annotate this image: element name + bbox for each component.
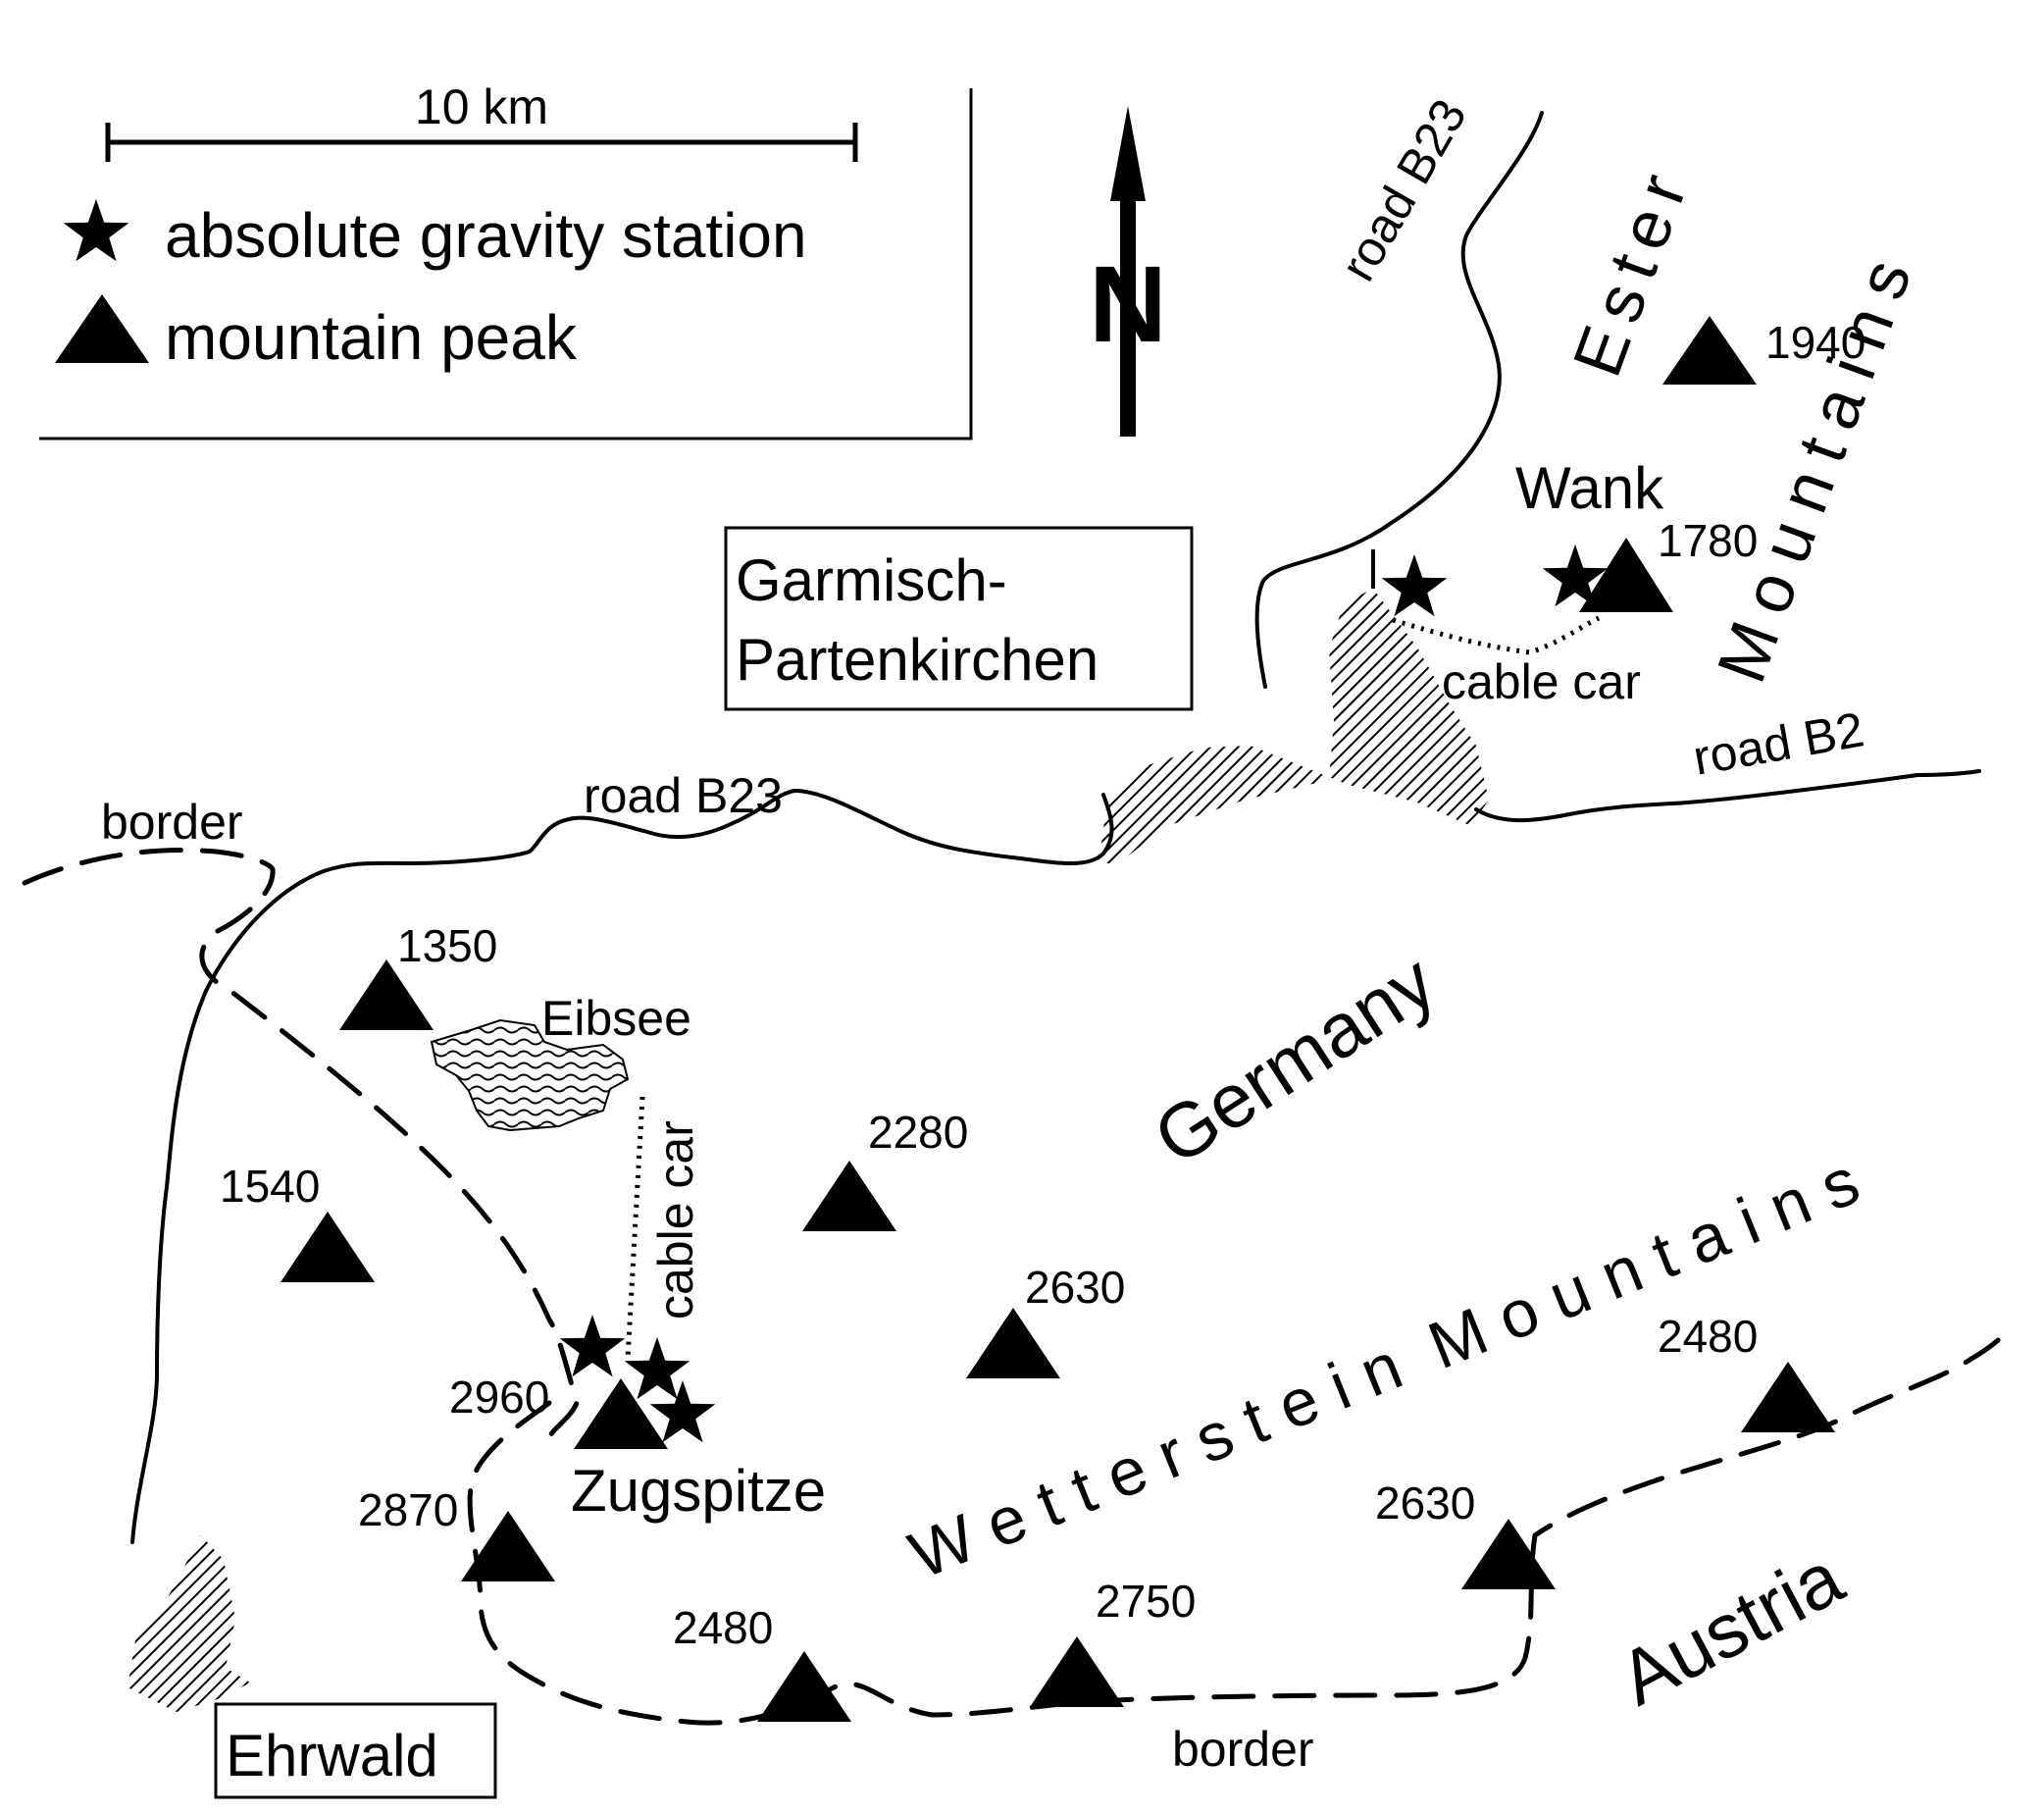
cable-car-east-label: cable car [1442, 654, 1641, 709]
star-icon [63, 199, 129, 262]
ester-label: Ester [1559, 154, 1706, 387]
star-icon [1542, 544, 1609, 607]
peak-elevation: 1940 [1765, 317, 1865, 368]
triangle-icon [1030, 1636, 1124, 1707]
peak-2870: 2870 [358, 1484, 555, 1581]
triangle-icon [461, 1511, 555, 1581]
peak-2630-north: 2630 [966, 1262, 1125, 1378]
peak-1350: 1350 [339, 920, 497, 1030]
triangle-icon [1662, 316, 1757, 385]
garmisch-label-line2: Partenkirchen [736, 627, 1099, 693]
peak-elevation: 2630 [1025, 1262, 1125, 1313]
garmisch-label-box: Garmisch- Partenkirchen [724, 526, 1194, 711]
triangle-icon [281, 1212, 375, 1282]
peak-2480-south: 2480 [673, 1602, 851, 1722]
garmisch-town-area [1099, 589, 1489, 863]
road-b23-west [130, 789, 1114, 1544]
road-b2 [1474, 769, 1981, 823]
peak-elevation: 1780 [1658, 515, 1758, 566]
peak-elevation: 2280 [868, 1107, 968, 1158]
peak-2480-east: 2480 [1658, 1311, 1835, 1432]
peak-1540: 1540 [220, 1161, 375, 1282]
triangle-icon [802, 1161, 896, 1231]
legend-peak-row: mountain peak [55, 294, 578, 373]
mountains-label: Mountains [1703, 235, 1931, 692]
triangle-icon [757, 1651, 851, 1722]
star-icon [559, 1315, 626, 1377]
arrow-up-icon [1110, 106, 1146, 201]
peak-elevation: 2480 [1658, 1311, 1758, 1362]
eibsee-lake [430, 1018, 630, 1132]
cable-car-west-label: cable car [648, 1120, 703, 1320]
scale-label: 10 km [415, 79, 548, 134]
legend-frame [39, 88, 973, 440]
peak-2280: 2280 [802, 1107, 968, 1231]
triangle-icon [339, 959, 434, 1030]
peak-elevation: 2480 [673, 1602, 773, 1653]
peak-1780: 1780 [1579, 515, 1758, 612]
legend-peak-label: mountain peak [165, 302, 578, 373]
peak-elevation: 2960 [449, 1372, 549, 1423]
peak-2750: 2750 [1030, 1576, 1196, 1707]
star-icon [624, 1337, 690, 1400]
star-icon [1381, 554, 1448, 617]
scale-bar: 10 km [105, 79, 858, 162]
garmisch-label-line1: Garmisch- [736, 547, 1007, 613]
zugspitze-label: Zugspitze [571, 1458, 826, 1524]
triangle-icon [1579, 538, 1673, 612]
road-b2-label: road B2 [1689, 701, 1867, 786]
peak-elevation: 2630 [1375, 1477, 1475, 1528]
eibsee-label: Eibsee [541, 991, 691, 1046]
ehrwald-label: Ehrwald [226, 1723, 438, 1788]
border-nw-label: border [101, 795, 243, 850]
road-b23-west-label: road B23 [584, 768, 783, 823]
peak-elevation: 2870 [358, 1484, 458, 1535]
mountain-peaks: 1940 1780 1350 1540 2280 2630 2960 2870 [220, 316, 1865, 1722]
peak-2630-south: 2630 [1375, 1477, 1556, 1589]
legend-station-row: absolute gravity station [63, 199, 807, 271]
border-south-label: border [1172, 1722, 1314, 1777]
road-b23-north [1254, 111, 1544, 689]
peak-1940: 1940 [1662, 316, 1865, 385]
legend: 10 km absolute gravity station mountain … [39, 79, 973, 440]
north-arrow: N [1089, 106, 1167, 437]
peak-elevation: 2750 [1096, 1576, 1196, 1627]
north-label: N [1089, 244, 1166, 365]
ehrwald-label-box: Ehrwald [214, 1702, 497, 1799]
peak-2960-zugspitze: 2960 [449, 1372, 668, 1449]
triangle-icon [1461, 1519, 1556, 1589]
gravity-stations [559, 544, 1609, 1443]
wank-label: Wank [1515, 455, 1664, 521]
peak-elevation: 1350 [397, 920, 497, 971]
cable-car-east-line [1392, 615, 1601, 655]
triangle-icon [1741, 1362, 1835, 1432]
road-b23-north-label: road B23 [1330, 90, 1477, 290]
cable-car-west-line [625, 1096, 645, 1360]
triangle-icon [966, 1308, 1060, 1378]
austria-label: Austria [1606, 1533, 1857, 1722]
ehrwald-town-area [128, 1535, 250, 1712]
peak-elevation: 1540 [220, 1161, 320, 1212]
star-icon [649, 1380, 716, 1443]
triangle-icon [574, 1378, 668, 1449]
germany-label: Germany [1139, 938, 1450, 1182]
triangle-icon [55, 294, 149, 363]
legend-station-label: absolute gravity station [165, 200, 807, 271]
